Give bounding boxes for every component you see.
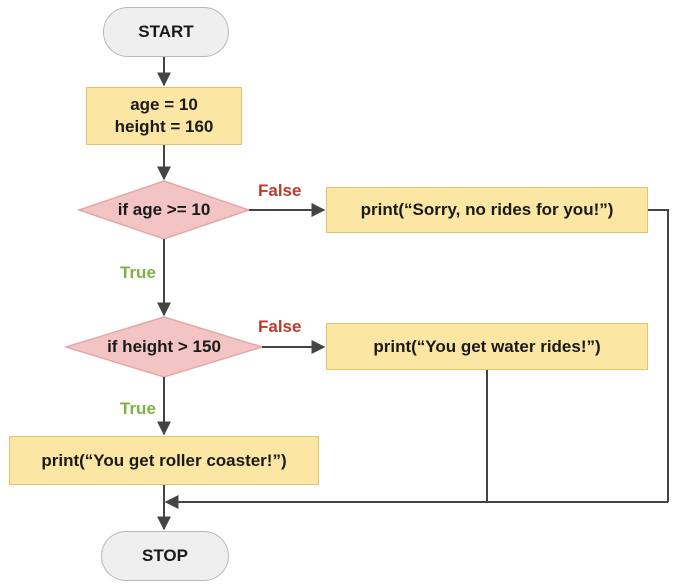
- age-false-label: False: [258, 181, 302, 200]
- stop-label: STOP: [142, 546, 188, 565]
- print-roller-process: print(“You get roller coaster!”): [9, 436, 319, 485]
- init-line-2: height = 160: [114, 117, 214, 136]
- decision-age-label: if age >= 10: [117, 200, 211, 219]
- age-true-label: True: [120, 263, 156, 282]
- start-terminal: START: [103, 7, 229, 57]
- start-label: START: [138, 22, 194, 41]
- height-true-label: True: [120, 399, 156, 418]
- print-sorry-process: print(“Sorry, no rides for you!”): [326, 187, 648, 233]
- height-false-label: False: [258, 317, 302, 336]
- stop-terminal: STOP: [101, 531, 229, 581]
- init-line-1: age = 10: [130, 95, 198, 114]
- print-water-process: print(“You get water rides!”): [326, 323, 648, 370]
- init-process: age = 10 height = 160: [86, 87, 242, 145]
- decision-height-label: if height > 150: [107, 337, 221, 356]
- edge-sorry-return: [648, 209, 669, 502]
